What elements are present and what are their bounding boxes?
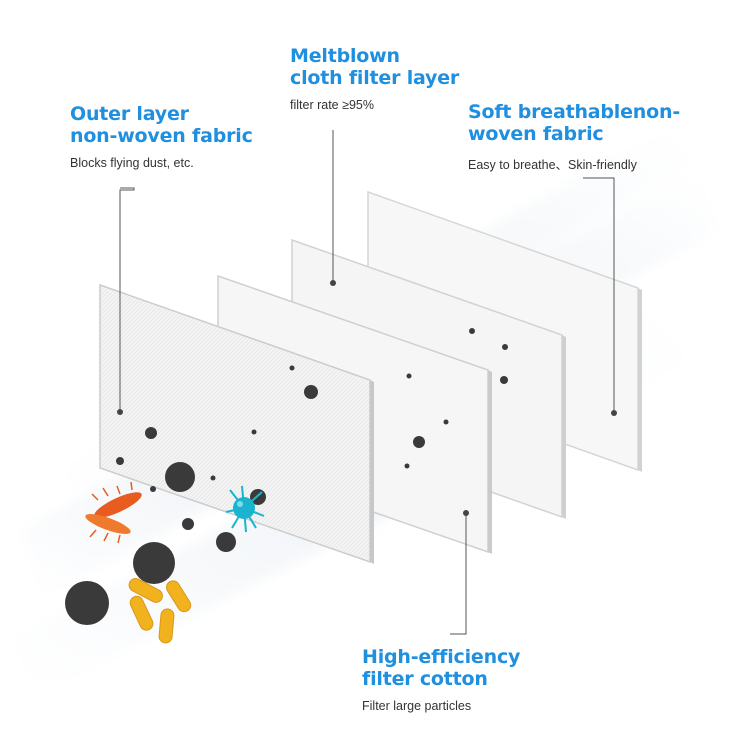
leader-soft	[583, 177, 615, 413]
outer-layer-title: Outer layer non-woven fabric	[70, 103, 253, 147]
leader-dots	[117, 280, 617, 516]
dust-particle	[65, 581, 109, 625]
dust-particle	[165, 462, 195, 492]
soft-breathable-title: Soft breathablenon- woven fabric	[468, 101, 681, 145]
virus-icon	[225, 485, 265, 533]
dust-particle	[182, 518, 194, 530]
label-soft-breathable: Soft breathablenon- woven fabric Easy to…	[468, 101, 680, 173]
leader-lines	[119, 130, 615, 635]
cotton-title: High-efficiency filter cotton	[362, 646, 521, 690]
label-meltblown: Meltblown cloth filter layer filter rate…	[290, 45, 459, 112]
soft-breathable-desc: Easy to breathe、Skin-friendly	[468, 158, 637, 172]
dust-particle	[150, 486, 156, 492]
label-cotton: High-efficiency filter cotton Filter lar…	[362, 646, 520, 713]
label-outer-layer: Outer layer non-woven fabric Blocks flyi…	[70, 103, 253, 170]
bacteria-icons	[128, 578, 192, 644]
leader-cotton	[450, 513, 467, 635]
dust-particle	[133, 542, 175, 584]
meltblown-desc: filter rate ≥95%	[290, 98, 374, 112]
meltblown-title: Meltblown cloth filter layer	[290, 45, 460, 89]
mite-icons	[85, 481, 142, 544]
particles-group	[65, 462, 266, 625]
dust-particle	[216, 532, 236, 552]
outer-layer-desc: Blocks flying dust, etc.	[70, 156, 194, 170]
cotton-desc: Filter large particles	[362, 699, 472, 713]
leader-outer	[119, 187, 135, 412]
layer-outer	[99, 283, 374, 564]
